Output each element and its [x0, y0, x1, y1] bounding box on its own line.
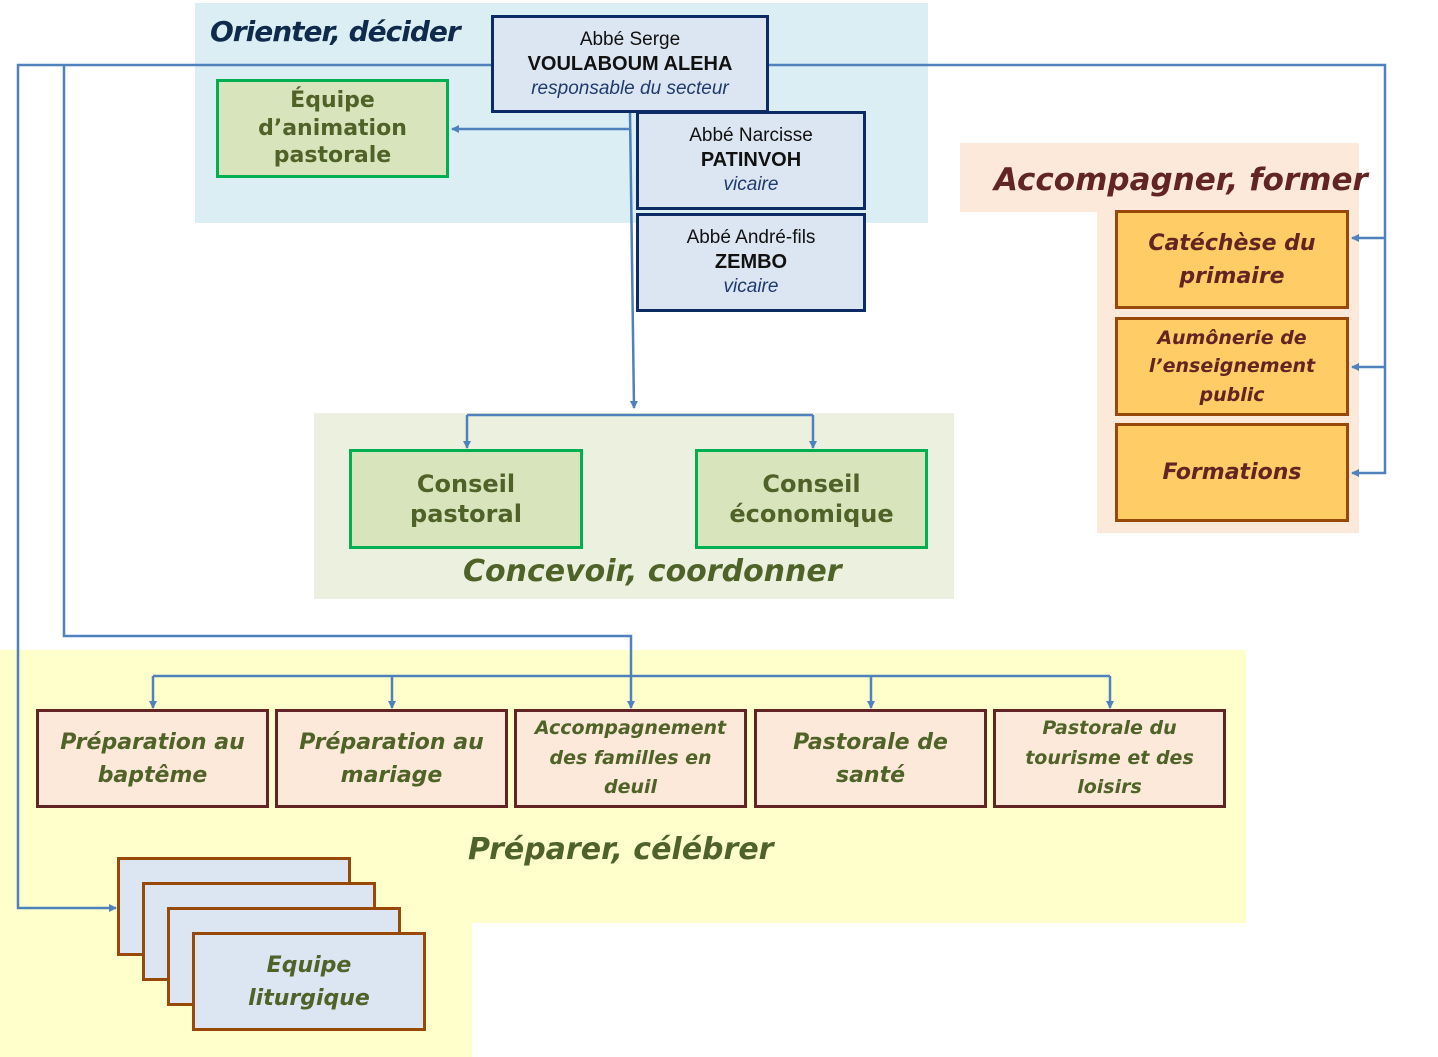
- prep-line-1: Préparation au: [299, 729, 484, 755]
- prep-line-2: des familles en: [549, 746, 712, 769]
- accompagnement-familles-deuil[interactable]: Accompagnement des familles en deuil: [514, 709, 747, 808]
- zone-title-preparer: Préparer, célébrer: [468, 832, 774, 867]
- accomp-line-2: l’enseignement: [1148, 355, 1316, 378]
- person-role: vicaire: [723, 174, 779, 195]
- person-last-name: ZEMBO: [714, 251, 788, 273]
- council-line-1: Conseil: [762, 470, 861, 498]
- catechese-primaire[interactable]: Catéchèse du primaire: [1115, 210, 1349, 309]
- preparation-mariage[interactable]: Préparation au mariage: [275, 709, 508, 808]
- conseil-economique[interactable]: Conseil économique: [695, 449, 928, 549]
- aumonerie-enseignement-public[interactable]: Aumônerie de l’enseignement public: [1115, 317, 1349, 416]
- prep-line-1: Pastorale du: [1042, 717, 1177, 740]
- prep-line-2: santé: [835, 762, 906, 788]
- prep-line-1: Pastorale de: [793, 729, 948, 755]
- person-first-name: Abbé Narcisse: [689, 125, 813, 147]
- prep-line-1: Préparation au: [60, 729, 245, 755]
- liturgie-line-2: liturgique: [248, 985, 370, 1011]
- formations[interactable]: Formations: [1115, 423, 1349, 522]
- person-card-vicaire-1[interactable]: Abbé Narcisse PATINVOH vicaire: [636, 111, 866, 210]
- zone-title-orienter: Orienter, décider: [210, 15, 461, 48]
- accomp-line-1: Aumônerie de: [1157, 326, 1307, 349]
- prep-line-2: baptême: [97, 762, 208, 788]
- prep-line-2: tourisme et des: [1025, 746, 1194, 769]
- council-line-1: Conseil: [416, 470, 516, 498]
- prep-line-1: Accompagnement: [534, 717, 727, 740]
- accomp-line-3: public: [1199, 383, 1265, 406]
- equipe-animation-pastorale[interactable]: Équipe d’animation pastorale: [216, 79, 449, 178]
- prep-line-2: mariage: [340, 762, 443, 788]
- person-role: vicaire: [723, 276, 779, 297]
- prep-line-3: loisirs: [1077, 776, 1142, 799]
- prep-line-3: deuil: [603, 776, 658, 799]
- person-last-name: VOULABOUM ALEHA: [527, 52, 733, 75]
- accomp-line-1: Formations: [1162, 459, 1302, 485]
- eap-line-3: pastorale: [273, 143, 392, 169]
- person-card-responsable[interactable]: Abbé Serge VOULABOUM ALEHA responsable d…: [491, 15, 769, 113]
- zone-title-concevoir: Concevoir, coordonner: [463, 554, 842, 589]
- equipe-liturgique[interactable]: Equipe liturgique: [192, 932, 426, 1031]
- council-line-2: économique: [729, 500, 894, 528]
- eap-line-2: d’animation: [258, 115, 407, 141]
- person-role: responsable du secteur: [531, 77, 729, 99]
- preparation-bapteme[interactable]: Préparation au baptême: [36, 709, 269, 808]
- accomp-line-1: Catéchèse du: [1148, 230, 1316, 256]
- pastorale-sante[interactable]: Pastorale de santé: [754, 709, 987, 808]
- council-line-2: pastoral: [410, 500, 522, 528]
- person-first-name: Abbé Serge: [579, 28, 681, 50]
- person-first-name: Abbé André-fils: [686, 227, 816, 249]
- pastorale-tourisme-loisirs[interactable]: Pastorale du tourisme et des loisirs: [993, 709, 1226, 808]
- liturgie-line-1: Equipe: [266, 952, 352, 978]
- zone-title-accompagner: Accompagner, former: [994, 162, 1368, 198]
- person-last-name: PATINVOH: [700, 149, 802, 171]
- conseil-pastoral[interactable]: Conseil pastoral: [349, 449, 583, 549]
- person-card-vicaire-2[interactable]: Abbé André-fils ZEMBO vicaire: [636, 213, 866, 312]
- eap-line-1: Équipe: [290, 88, 375, 114]
- accomp-line-2: primaire: [1179, 263, 1285, 289]
